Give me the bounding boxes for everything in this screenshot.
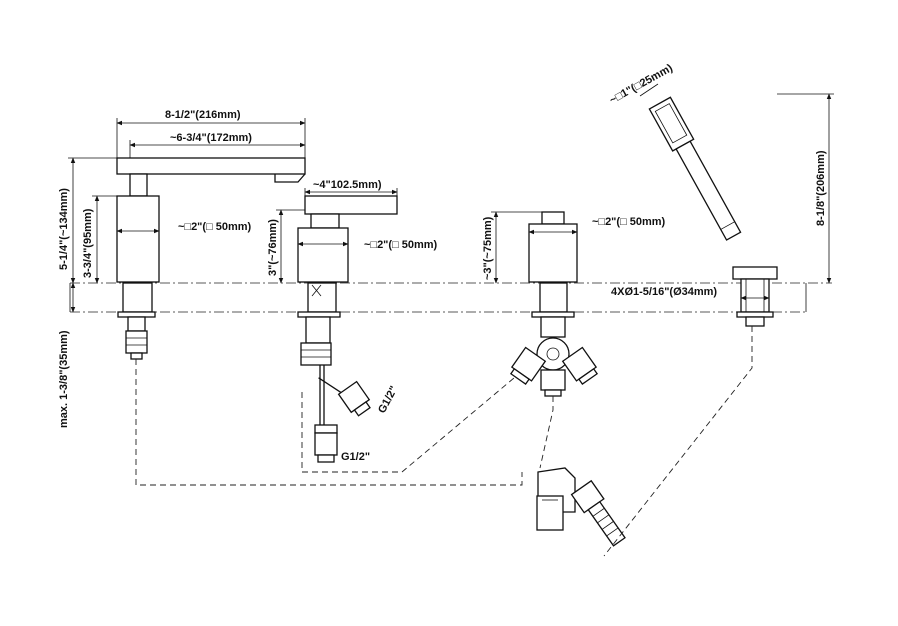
thread-side-label: G1/2" xyxy=(376,384,400,415)
thread-bottom-label: G1/2" xyxy=(341,451,370,463)
spout-overall-width-label: 8-1/2"(216mm) xyxy=(165,109,241,121)
handle-body-size-label: ~□2"(□ 50mm) xyxy=(364,239,438,251)
deck-thickness-label: max. 1-3/8"(35mm) xyxy=(58,330,70,428)
handle-height-label: 3"(~76mm) xyxy=(267,219,279,276)
dimension-lines xyxy=(68,83,834,313)
spout-total-height-label: 5-1/4"(~134mm) xyxy=(58,188,70,270)
spout-inner-width-label: ~6-3/4"(172mm) xyxy=(170,132,252,144)
diverter-height-label: ~3"(~75mm) xyxy=(482,216,494,280)
diverter-body-size-label: ~□2"(□ 50mm) xyxy=(592,216,666,228)
connection-lines xyxy=(135,326,753,557)
hole-spec-label: 4XØ1-5/16"(Ø34mm) xyxy=(611,286,717,298)
spout-body-height-label: 3-3/4"(95mm) xyxy=(82,208,94,278)
handshower-height-label: 8-1/8"(206mm) xyxy=(815,150,827,226)
spout-assembly xyxy=(116,157,306,360)
handle-width-label: ~4"102.5mm) xyxy=(313,179,382,191)
hose-coupling xyxy=(536,467,626,547)
diverter-assembly xyxy=(509,211,599,397)
spout-body-size-label: ~□2"(□ 50mm) xyxy=(178,221,252,233)
deck-surface xyxy=(69,282,832,313)
handshower-assembly xyxy=(648,96,778,327)
handle-valve-assembly xyxy=(297,195,398,463)
